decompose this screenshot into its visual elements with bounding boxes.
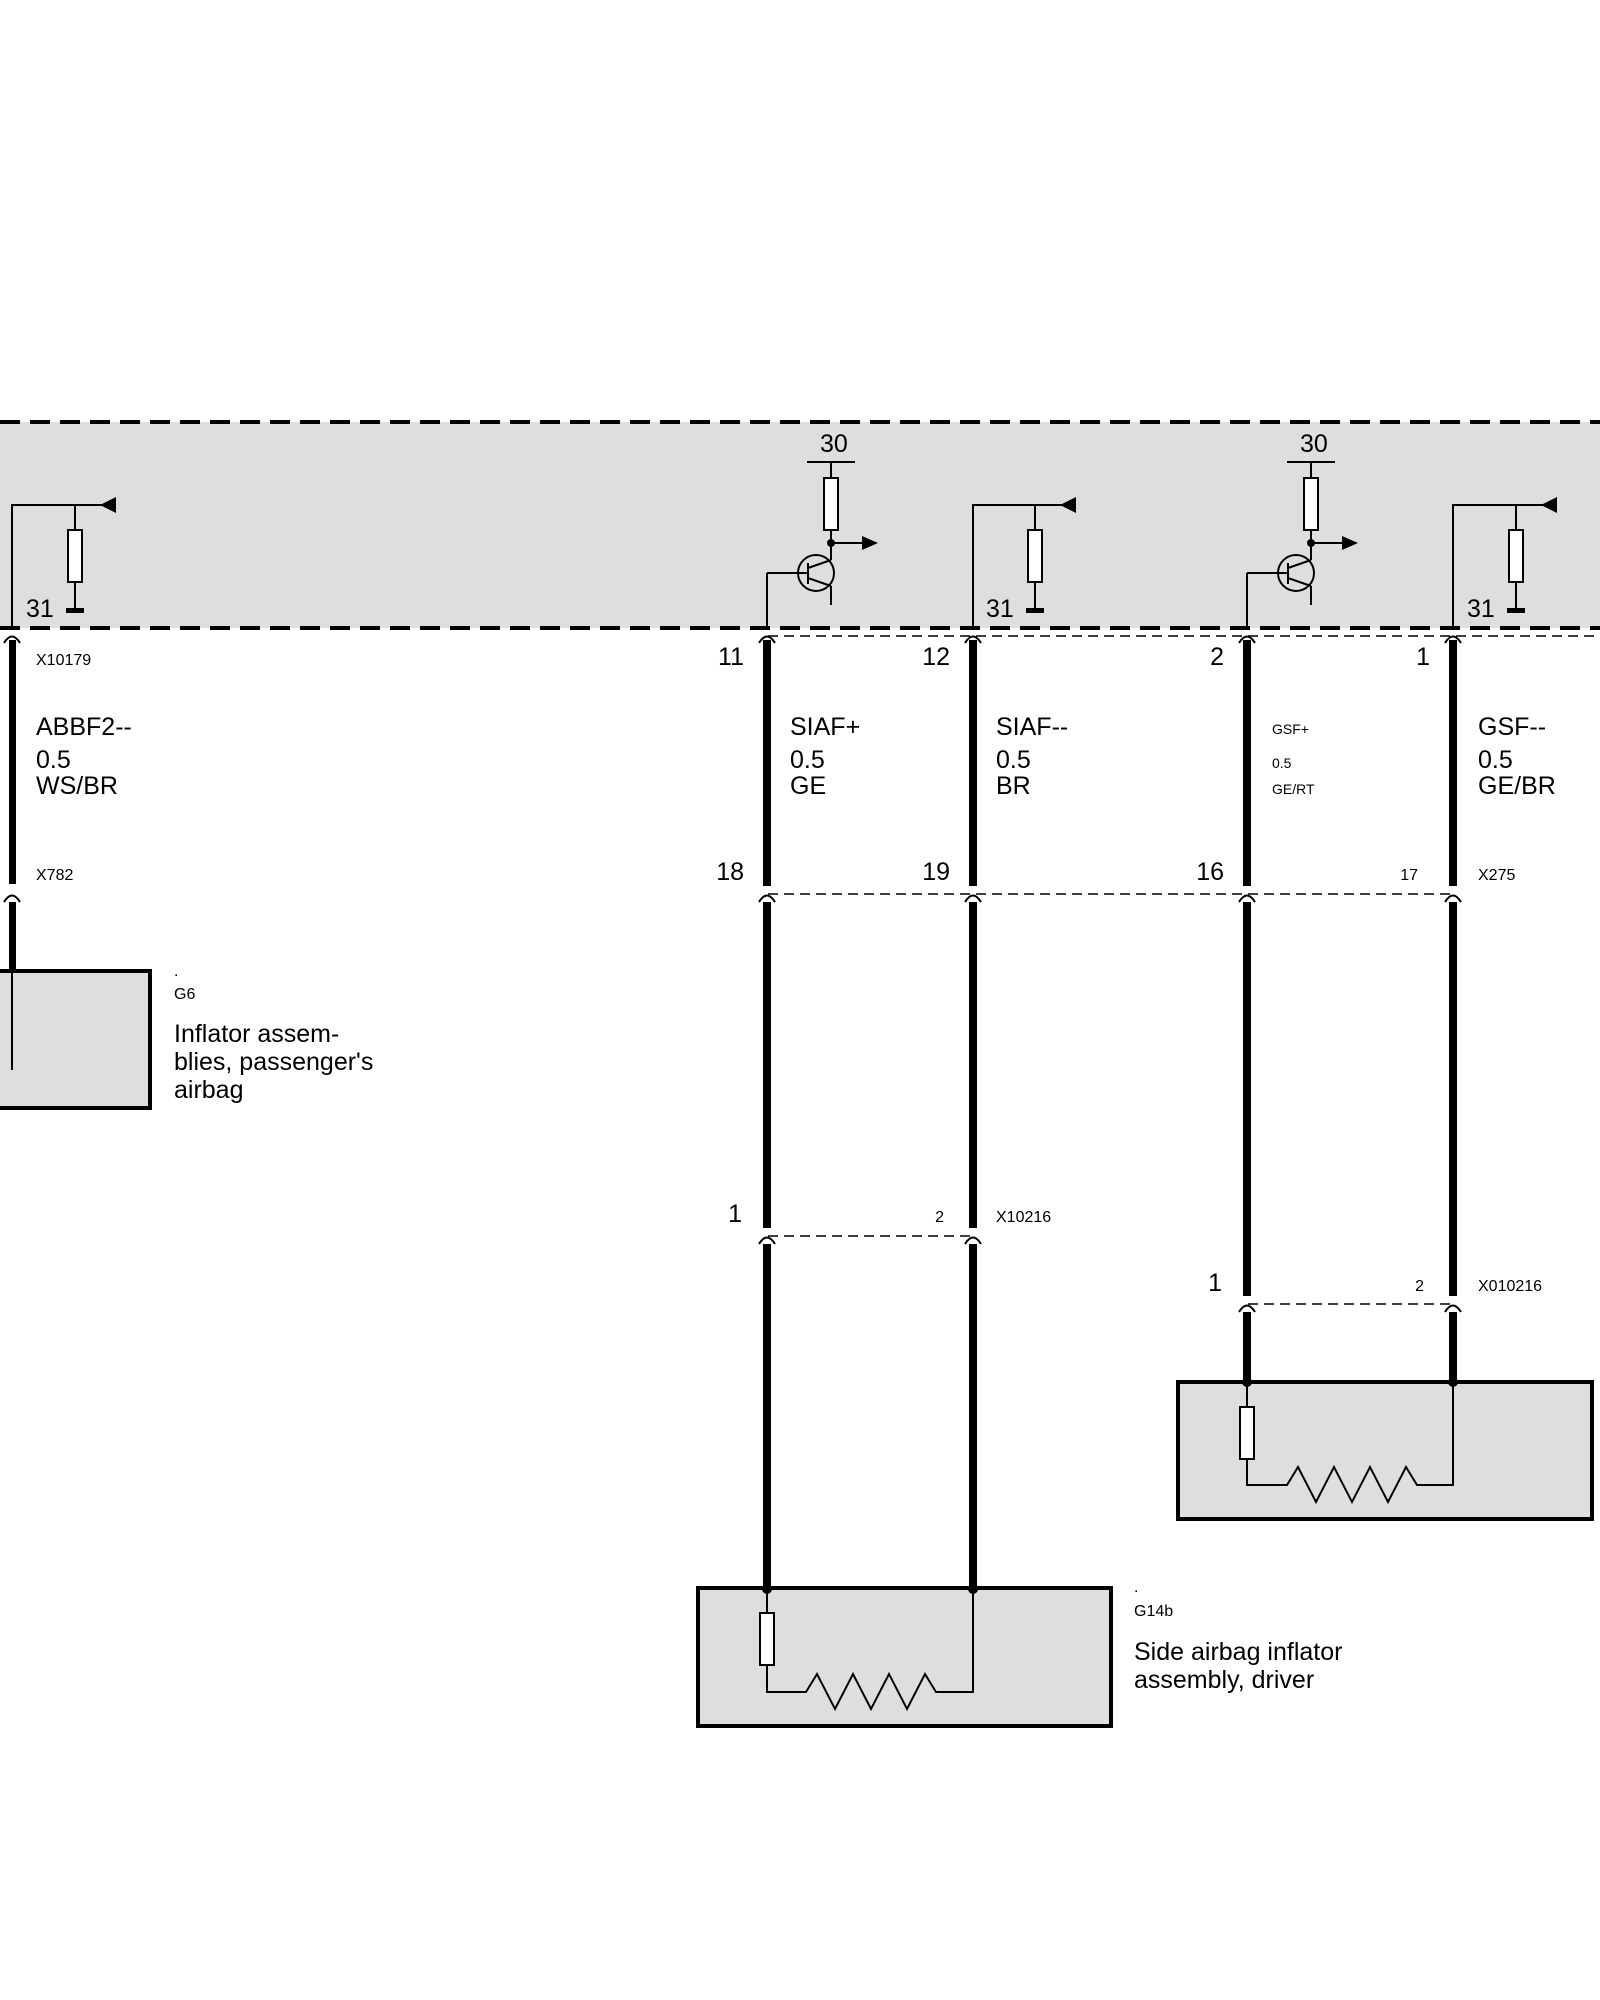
connector-pin-icon (3, 635, 21, 644)
pin-number: 18 (716, 858, 744, 886)
wire-gsf-minus-size: 0.5 (1478, 746, 1513, 774)
wire-siaf-plus (763, 640, 771, 886)
pin-number: 11 (718, 643, 744, 671)
g14b-inflator-circuit (759, 1589, 974, 1712)
pin-number: 16 (1196, 858, 1224, 886)
wire-gsf-minus (1449, 1312, 1457, 1384)
pin-number: 2 (935, 1209, 944, 1226)
signal-arrow-icon (1342, 536, 1358, 550)
connector-x010216-label: X010216 (1478, 1278, 1542, 1295)
signal-arrow-icon (1541, 497, 1557, 513)
wire-siaf-plus-size: 0.5 (790, 746, 825, 774)
g6-dot: . (174, 963, 178, 980)
siaf-transistor-circuit (766, 461, 866, 628)
ground-terminal-label: 31 (986, 595, 1014, 623)
wire-siaf-plus-color: GE (790, 772, 826, 800)
ground-symbol-icon (66, 608, 84, 613)
connector-x275-label: X275 (1478, 867, 1515, 884)
pin-number: 17 (1400, 867, 1418, 884)
ground-symbol-icon (1026, 608, 1044, 613)
signal-arrow-icon (100, 497, 116, 513)
g6-name-line: blies, passenger's (174, 1048, 373, 1076)
connector-pin-icons (758, 635, 1462, 1313)
wire-gsf-plus (1243, 640, 1251, 886)
wire-abbf2 (9, 640, 16, 884)
gsf-transistor-circuit (1246, 461, 1346, 628)
g14b-name-line: Side airbag inflator (1134, 1638, 1342, 1666)
siaf-minus-pullup-circuit (972, 504, 1065, 628)
connector-x10179-label: X10179 (36, 652, 91, 669)
signal-arrow-icon (862, 536, 878, 550)
terminal-30-label: 30 (1300, 430, 1328, 458)
g6-inflator-box (0, 969, 152, 1110)
signal-arrow-icon (1060, 497, 1076, 513)
ground-symbol-icon (1507, 608, 1525, 613)
pin-number: 2 (1415, 1278, 1424, 1295)
g6-name-line: airbag (174, 1076, 244, 1104)
wire-siaf-minus-color: BR (996, 772, 1031, 800)
g6-name-line: Inflator assem- (174, 1020, 339, 1048)
ground-terminal-label: 31 (1467, 595, 1495, 623)
gsf-inflator-circuit (1239, 1382, 1454, 1505)
wire-siaf-minus (969, 902, 977, 1228)
wire-siaf-minus-size: 0.5 (996, 746, 1031, 774)
pin-number: 1 (1416, 643, 1430, 671)
wire-gsf-minus-color: GE/BR (1478, 772, 1556, 800)
junction-dot (827, 539, 835, 547)
wire-gsf-plus-color: GE/RT (1272, 781, 1315, 797)
wire-siaf-minus (969, 1244, 977, 1592)
wire-abbf2-color: WS/BR (36, 772, 118, 800)
gsf-minus-pullup-circuit (1452, 504, 1546, 628)
connector-pin-icon (3, 894, 21, 903)
g14b-id: G14b (1134, 1603, 1173, 1620)
wire-gsf-minus-signal: GSF-- (1478, 713, 1546, 741)
junction-dot (1307, 539, 1315, 547)
ground-terminal-label: 31 (26, 595, 54, 623)
g6-id: G6 (174, 986, 195, 1003)
wire-gsf-minus (1449, 902, 1457, 1296)
wire-abbf2-lower (9, 902, 16, 972)
wire-siaf-minus-signal: SIAF-- (996, 713, 1068, 741)
wire-siaf-minus (969, 640, 977, 886)
pin-number: 12 (922, 643, 950, 671)
wire-gsf-minus (1449, 640, 1457, 886)
abbf2-pullup-circuit (11, 504, 105, 628)
pin-number: 19 (922, 858, 950, 886)
wire-abbf2-size: 0.5 (36, 746, 71, 774)
wire-siaf-plus-signal: SIAF+ (790, 713, 860, 741)
wire-gsf-plus-signal: GSF+ (1272, 721, 1309, 737)
wire-gsf-plus-size: 0.5 (1272, 755, 1292, 771)
wire-siaf-plus (763, 902, 771, 1228)
g14b-dot: . (1134, 1579, 1138, 1596)
wire-abbf2-signal: ABBF2-- (36, 713, 132, 741)
pin-number: 2 (1210, 643, 1224, 671)
wire-siaf-plus (763, 1244, 771, 1592)
connector-x10216-label: X10216 (996, 1209, 1051, 1226)
pin-number: 1 (728, 1200, 742, 1228)
connector-x782-label: X782 (36, 867, 73, 884)
wire-gsf-plus (1243, 902, 1251, 1296)
terminal-30-label: 30 (820, 430, 848, 458)
g14b-name-line: assembly, driver (1134, 1666, 1314, 1694)
pin-number: 1 (1208, 1269, 1222, 1297)
control-unit-box (0, 422, 1600, 628)
wire-gsf-plus (1243, 1312, 1251, 1384)
